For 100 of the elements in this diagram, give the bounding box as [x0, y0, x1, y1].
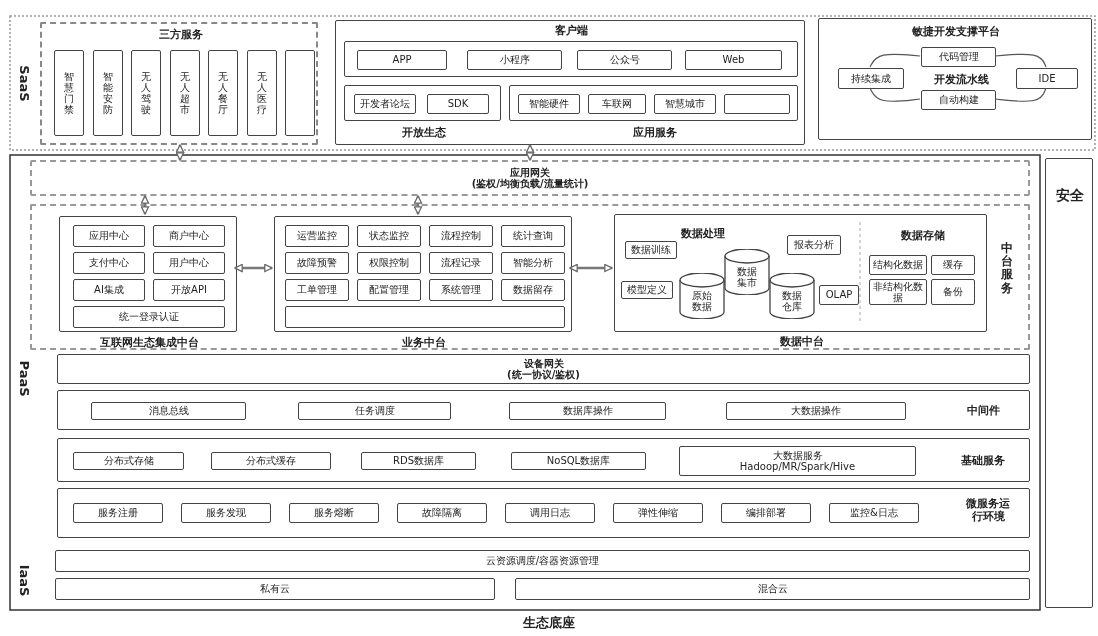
module-box: 私有云 [55, 578, 495, 600]
module-box: 状态监控 [357, 225, 421, 247]
module-box: 运营监控 [285, 225, 349, 247]
module-box: 应用中心 [73, 225, 145, 247]
caption: 生态底座 [522, 614, 576, 632]
database-cylinder: 原始数据 [679, 273, 725, 319]
module-box: 数据训练 [625, 241, 677, 259]
section-title: 数据存储 [900, 229, 946, 243]
layer-panel [818, 18, 1092, 140]
double-arrow [175, 144, 185, 161]
empty-box [285, 306, 565, 328]
double-arrow [234, 263, 273, 273]
module-box: 开放API [153, 279, 225, 301]
module-box: 无人超市 [169, 50, 200, 136]
module-label: (统一协议/鉴权) [507, 369, 580, 381]
module-box: 云资源调度/容器资源管理 [55, 550, 1030, 572]
panel-title: 数据中台 [778, 335, 825, 349]
module-box: 消息总线 [91, 402, 246, 420]
module-box: 支付中心 [73, 252, 145, 274]
module-box: 智能安防 [92, 50, 123, 136]
panel-title: 中间件 [965, 404, 1001, 418]
module-box: 服务注册 [73, 503, 163, 523]
panel-title: 业务中台 [401, 336, 447, 350]
database-cylinder: 数据仓库 [769, 273, 815, 319]
module-box: 自动构建 [921, 90, 996, 110]
module-box: 分布式缓存 [211, 452, 331, 470]
module-box: 缓存 [931, 255, 975, 275]
panel-title: 互联网生态集成中台 [98, 336, 200, 350]
database-cylinder: 数据集市 [724, 249, 770, 295]
module-box: 配置管理 [357, 279, 421, 301]
module-box: 开发者论坛 [354, 94, 416, 114]
module-box: 故障隔离 [397, 503, 487, 523]
panel-title: 三方服务 [158, 28, 204, 42]
module-label: Hadoop/MR/Spark/Hive [739, 461, 856, 473]
module-box: 智慧城市 [654, 94, 716, 114]
module-box: 服务熔断 [289, 503, 379, 523]
layer-panel [40, 22, 318, 145]
module-box: 非结构化数据 [869, 279, 927, 305]
module-box [679, 446, 916, 476]
connector-line [994, 87, 1047, 102]
double-arrow [413, 195, 423, 215]
module-box: 数据留存 [501, 279, 565, 301]
module-box: IDE [1016, 68, 1078, 89]
layer-panel [57, 438, 1030, 482]
layer-panel [30, 204, 1030, 350]
module-box: 备份 [931, 279, 975, 305]
connector-line [994, 53, 1047, 68]
module-box: 智慧门禁 [54, 50, 84, 136]
module-box: Web [685, 50, 782, 70]
module-box: 无人驾驶 [131, 50, 161, 136]
layer-panel [57, 390, 1030, 430]
connector-line [869, 53, 921, 68]
double-arrow [569, 263, 613, 273]
connector-line [869, 87, 921, 102]
module-box: 流程控制 [429, 225, 493, 247]
panel-title: 微服务运行环境 [965, 497, 1011, 524]
module-box: 故障预警 [285, 252, 349, 274]
module-box: 无人医疗 [246, 50, 277, 136]
module-box: 数据库操作 [509, 402, 666, 420]
empty-box [724, 94, 790, 114]
module-label: 设备网关 [523, 357, 564, 369]
module-box: 分布式存储 [73, 452, 184, 470]
module-box: 监控&日志 [829, 503, 919, 523]
layer-panel [57, 488, 1030, 538]
empty-box [344, 41, 798, 77]
panel-title: 敏捷开发支撑平台 [911, 25, 1001, 39]
module-box: 持续集成 [838, 68, 904, 89]
module-box: 车联网 [588, 94, 646, 114]
module-box: RDS数据库 [361, 452, 476, 470]
panel-title: 客户端 [553, 24, 589, 38]
module-label: (鉴权/均衡负载/流量统计) [471, 178, 589, 190]
security-column [1045, 158, 1093, 608]
layer-label: PaaS [16, 359, 32, 399]
module-box: 工单管理 [285, 279, 349, 301]
module-box: 大数据操作 [726, 402, 906, 420]
module-box: 用户中心 [153, 252, 225, 274]
module-box: NoSQL数据库 [511, 452, 646, 470]
module-box: 混合云 [515, 578, 1030, 600]
module-box: SDK [427, 94, 489, 114]
module-box: 统一登录认证 [73, 306, 225, 328]
module-box [57, 354, 1030, 384]
module-box: 统计查询 [501, 225, 565, 247]
module-label: 应用网关 [510, 166, 550, 178]
panel-title: 基础服务 [960, 454, 1006, 468]
layer-label: IaaS [16, 563, 32, 599]
module-label: 大数据服务 [772, 449, 823, 461]
module-box: 服务发现 [181, 503, 271, 523]
section-title: 数据处理 [680, 227, 726, 241]
module-box: 编排部署 [721, 503, 811, 523]
module-box: AI集成 [73, 279, 145, 301]
module-box: 商户中心 [153, 225, 225, 247]
module-box [30, 160, 1030, 196]
module-box: 报表分析 [787, 235, 841, 255]
module-box: 小程序 [467, 50, 562, 70]
panel-title: 安全 [1055, 187, 1085, 204]
module-box: 无人餐厅 [208, 50, 238, 136]
panel-title: 中台服务 [1000, 242, 1014, 295]
module-box: 智能硬件 [518, 94, 580, 114]
module-box: 代码管理 [921, 47, 996, 67]
module-box: OLAP [819, 285, 859, 305]
